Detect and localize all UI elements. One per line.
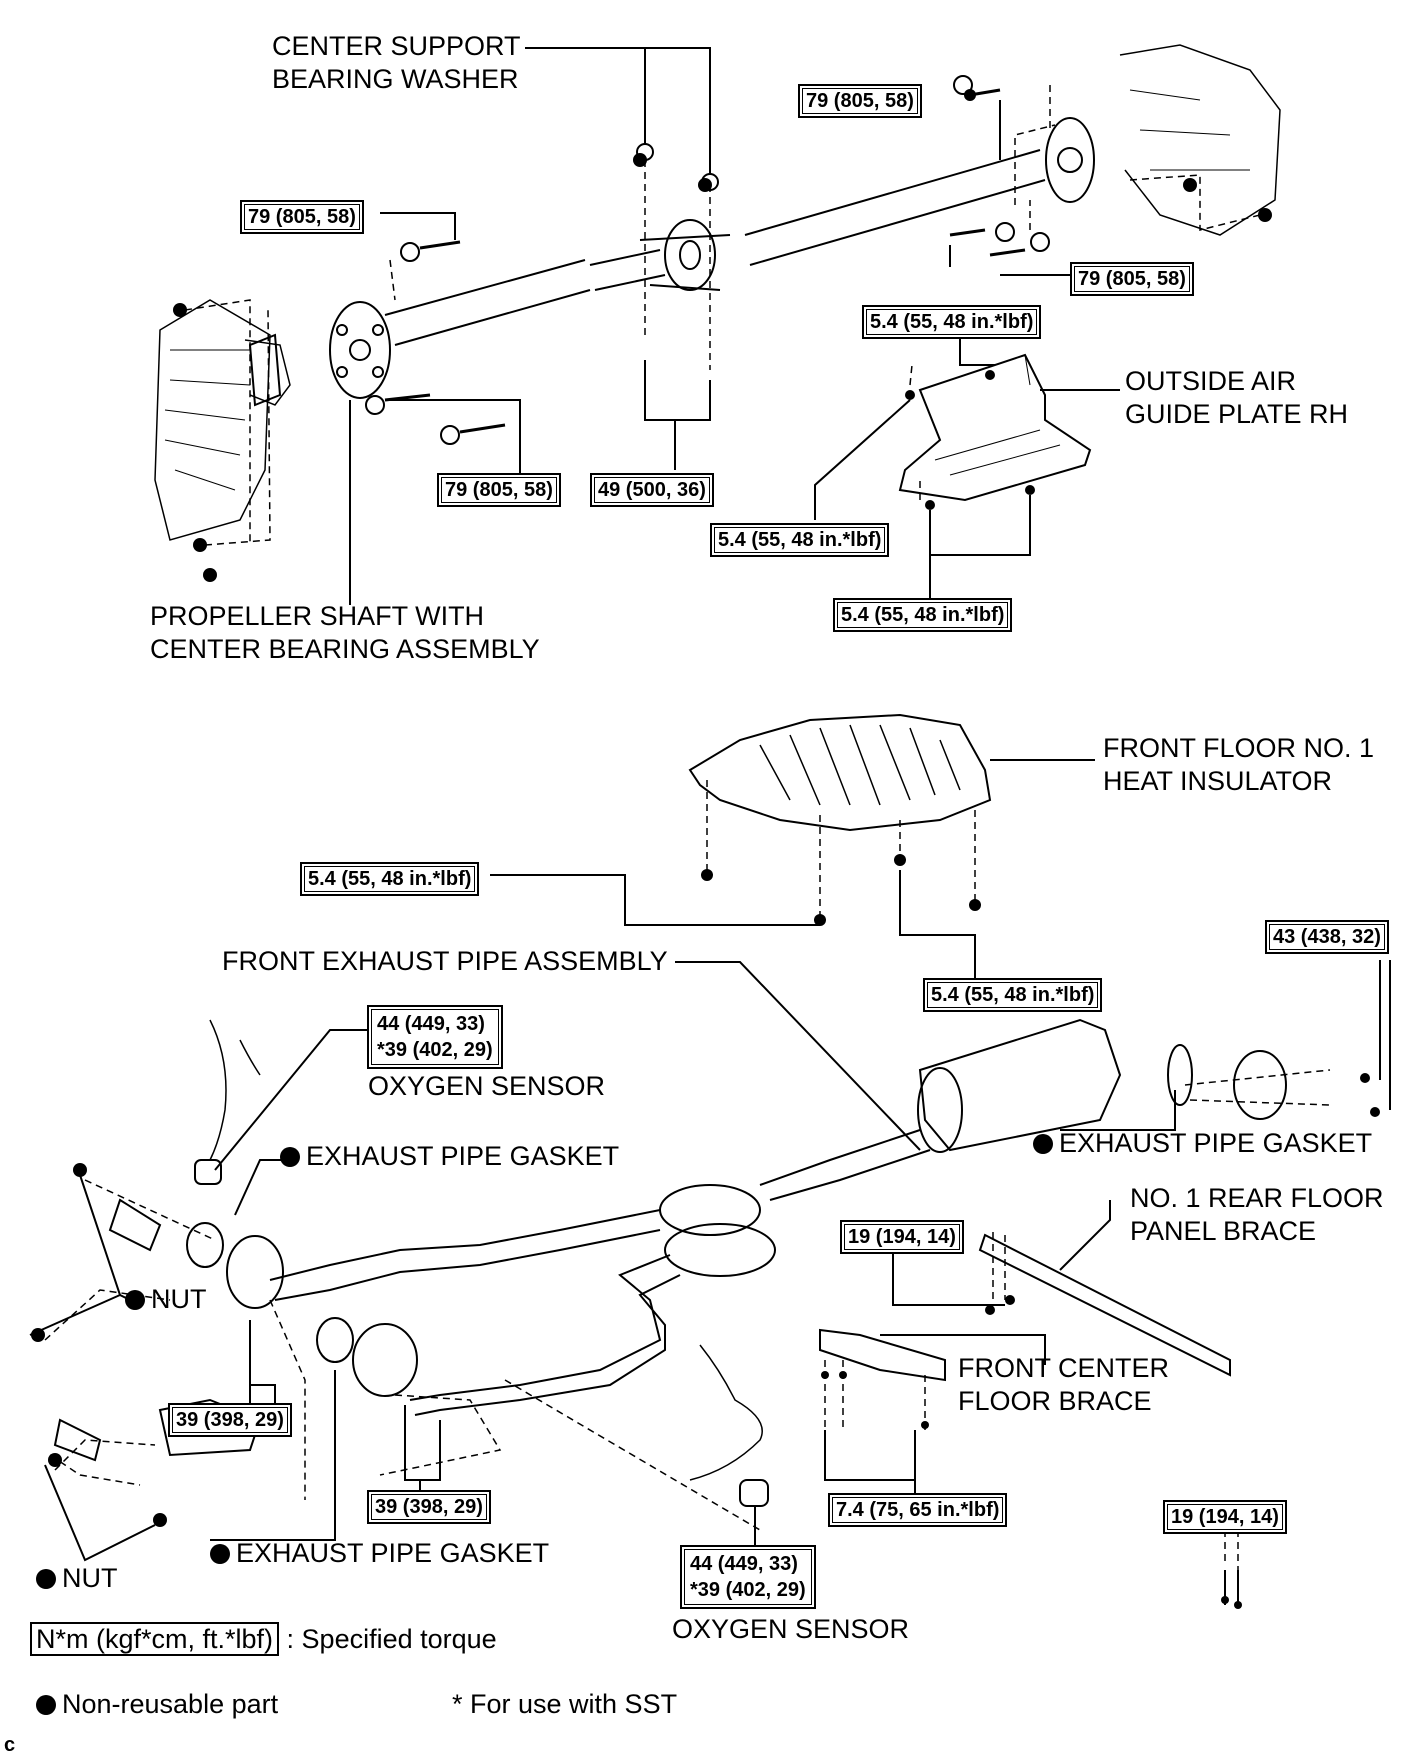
- torque-box: 7.4 (75, 65 in.*lbf): [828, 1493, 1008, 1527]
- torque-box: 79 (805, 58): [240, 200, 364, 234]
- front-exhaust-pipe-label: FRONT EXHAUST PIPE ASSEMBLY: [222, 946, 668, 976]
- non-reusable-mark: [210, 1544, 230, 1564]
- legend-sst-note: * For use with SST: [452, 1689, 678, 1719]
- legend-torque-desc: : Specified torque: [286, 1624, 497, 1654]
- torque-box: 19 (194, 14): [840, 1220, 964, 1254]
- rear-floor-brace-label: NO. 1 REAR FLOOR PANEL BRACE: [1130, 1182, 1384, 1248]
- torque-box: 5.4 (55, 48 in.*lbf): [833, 598, 1013, 632]
- oxygen-sensor-label-top: OXYGEN SENSOR: [368, 1071, 606, 1101]
- non-reusable-mark: [125, 1290, 145, 1310]
- torque-line: 44 (449, 33): [377, 1013, 485, 1035]
- label-line: FRONT FLOOR NO. 1: [1103, 733, 1375, 763]
- non-reusable-mark: [36, 1695, 56, 1715]
- exhaust-gasket-label-bottom: EXHAUST PIPE GASKET: [210, 1537, 549, 1570]
- label-line: NO. 1 REAR FLOOR: [1130, 1183, 1384, 1213]
- label-line: BEARING WASHER: [272, 64, 519, 94]
- legend-torque-unit: N*m (kgf*cm, ft.*lbf): [30, 1622, 280, 1656]
- torque-box: 79 (805, 58): [798, 84, 922, 118]
- torque-box: 39 (398, 29): [367, 1490, 491, 1524]
- torque-box: 43 (438, 32): [1265, 920, 1389, 954]
- front-center-brace-label: FRONT CENTER FLOOR BRACE: [958, 1352, 1169, 1418]
- label-line: HEAT INSULATOR: [1103, 766, 1333, 796]
- oxygen-sensor-torque-top: 44 (449, 33) *39 (402, 29): [367, 1005, 503, 1069]
- label-line: CENTER BEARING ASSEMBLY: [150, 634, 540, 664]
- label-text: EXHAUST PIPE GASKET: [236, 1538, 550, 1568]
- exhaust-system-drawing: [53, 1018, 1287, 1462]
- legend-torque: N*m (kgf*cm, ft.*lbf) : Specified torque: [30, 1622, 497, 1656]
- non-reusable-mark: [36, 1569, 56, 1589]
- outside-air-guide-plate-label: OUTSIDE AIR GUIDE PLATE RH: [1125, 365, 1348, 431]
- legend-text: Non-reusable part: [62, 1689, 279, 1719]
- non-reusable-mark: [280, 1147, 300, 1167]
- center-support-bearing-washer-label: CENTER SUPPORT BEARING WASHER: [272, 30, 521, 96]
- label-line: OUTSIDE AIR: [1125, 366, 1297, 396]
- torque-line: *39 (402, 29): [377, 1039, 493, 1061]
- torque-line: 44 (449, 33): [690, 1553, 798, 1575]
- label-text: EXHAUST PIPE GASKET: [1059, 1128, 1373, 1158]
- corner-mark: c: [4, 1734, 16, 1756]
- label-line: GUIDE PLATE RH: [1125, 399, 1349, 429]
- torque-box: 79 (805, 58): [1070, 262, 1194, 296]
- non-reusable-mark: [1033, 1134, 1053, 1154]
- nut-label-top: NUT: [125, 1283, 207, 1316]
- torque-box: 5.4 (55, 48 in.*lbf): [300, 862, 480, 896]
- label-text: EXHAUST PIPE GASKET: [306, 1141, 620, 1171]
- label-line: FRONT CENTER: [958, 1353, 1170, 1383]
- propeller-shaft-label: PROPELLER SHAFT WITH CENTER BEARING ASSE…: [150, 600, 540, 666]
- exhaust-gasket-label-left: EXHAUST PIPE GASKET: [280, 1140, 619, 1173]
- heat-insulator-drawing: [688, 713, 992, 832]
- label-line: CENTER SUPPORT: [272, 31, 521, 61]
- front-floor-insulator-label: FRONT FLOOR NO. 1 HEAT INSULATOR: [1103, 732, 1374, 798]
- torque-box: 49 (500, 36): [590, 473, 714, 507]
- label-line: PANEL BRACE: [1130, 1216, 1317, 1246]
- nut-label-bottom: NUT: [36, 1562, 118, 1595]
- oxygen-sensor-torque-bottom: 44 (449, 33) *39 (402, 29): [680, 1545, 816, 1609]
- propeller-shaft-drawing: [154, 44, 1281, 541]
- torque-box: 5.4 (55, 48 in.*lbf): [862, 305, 1042, 339]
- torque-box: 79 (805, 58): [437, 473, 561, 507]
- torque-line: *39 (402, 29): [690, 1579, 806, 1601]
- torque-box: 5.4 (55, 48 in.*lbf): [710, 523, 890, 557]
- exhaust-gasket-label-right: EXHAUST PIPE GASKET: [1033, 1127, 1372, 1160]
- oxygen-sensor-label-bottom: OXYGEN SENSOR: [672, 1614, 910, 1644]
- legend-non-reusable: Non-reusable part: [36, 1688, 278, 1721]
- label-text: NUT: [62, 1563, 118, 1593]
- label-line: PROPELLER SHAFT WITH: [150, 601, 485, 631]
- torque-box: 5.4 (55, 48 in.*lbf): [923, 978, 1103, 1012]
- torque-box: 19 (194, 14): [1163, 1500, 1287, 1534]
- torque-box: 39 (398, 29): [168, 1403, 292, 1437]
- label-line: FLOOR BRACE: [958, 1386, 1152, 1416]
- label-text: NUT: [151, 1284, 207, 1314]
